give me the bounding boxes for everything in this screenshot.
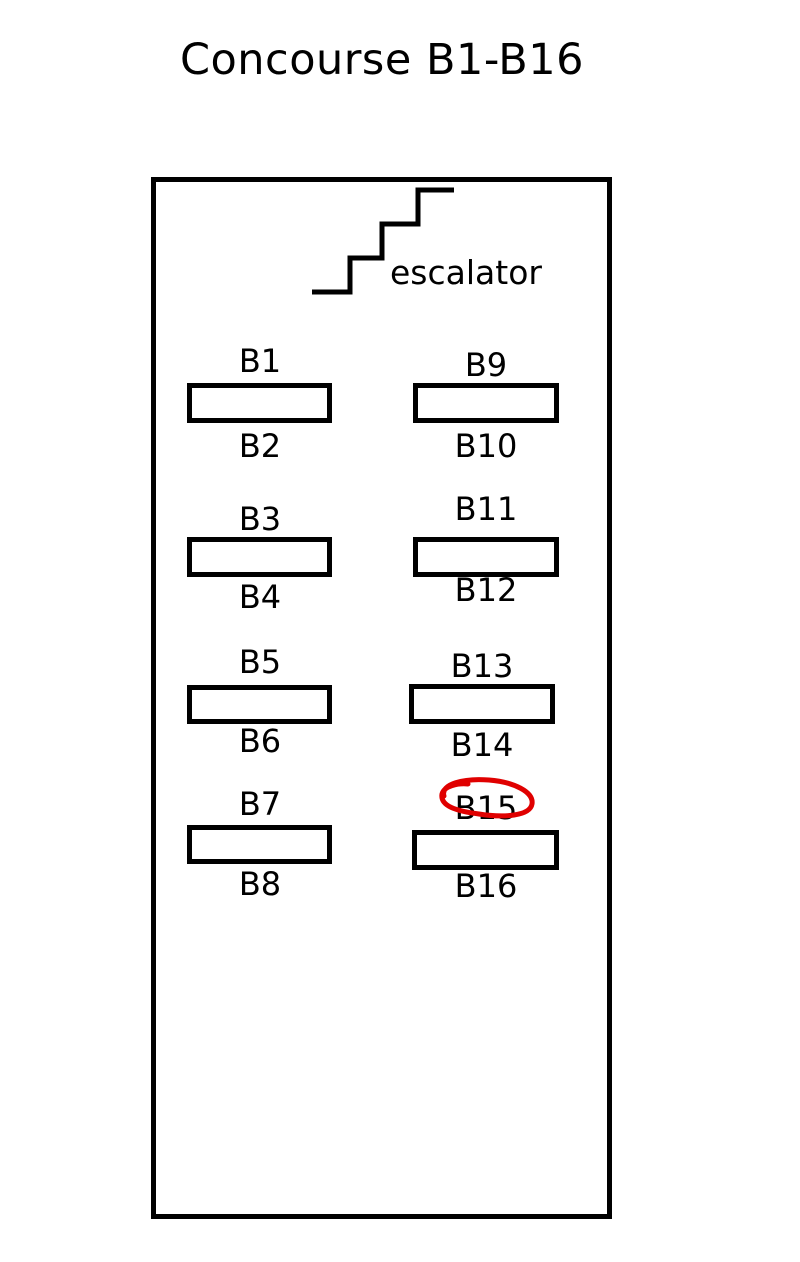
gate-label-b9: B9 [464, 346, 508, 384]
gate-label-b10: B10 [454, 427, 518, 465]
gate-label-b12: B12 [454, 571, 518, 609]
gate-label-b6: B6 [238, 722, 282, 760]
gate-b7-b8[interactable] [187, 825, 332, 864]
map-title: Concourse B1-B16 [179, 35, 585, 85]
gate-label-b1: B1 [238, 342, 282, 380]
gate-label-b11: B11 [454, 490, 518, 528]
gate-b1-b2[interactable] [187, 383, 332, 423]
gate-label-b4: B4 [238, 578, 282, 616]
gate-label-b7: B7 [238, 785, 282, 823]
gate-label-b3: B3 [238, 500, 282, 538]
escalator-icon [312, 187, 454, 295]
highlight-circle [439, 777, 535, 819]
gate-label-b8: B8 [238, 865, 282, 903]
gate-b15-b16[interactable] [412, 830, 559, 870]
gate-label-b5: B5 [238, 643, 282, 681]
concourse-outline [151, 177, 612, 1219]
gate-b9-b10[interactable] [413, 383, 559, 423]
gate-label-b15: B15 [454, 789, 518, 827]
gate-b11-b12[interactable] [413, 537, 559, 577]
gate-b3-b4[interactable] [187, 537, 332, 577]
gate-label-b14: B14 [450, 726, 514, 764]
gate-b5-b6[interactable] [187, 685, 332, 724]
gate-label-b13: B13 [450, 647, 514, 685]
gate-b13-b14[interactable] [409, 684, 555, 724]
gate-label-b2: B2 [238, 427, 282, 465]
gate-label-b16: B16 [454, 867, 518, 905]
escalator-label: escalator [390, 253, 542, 292]
